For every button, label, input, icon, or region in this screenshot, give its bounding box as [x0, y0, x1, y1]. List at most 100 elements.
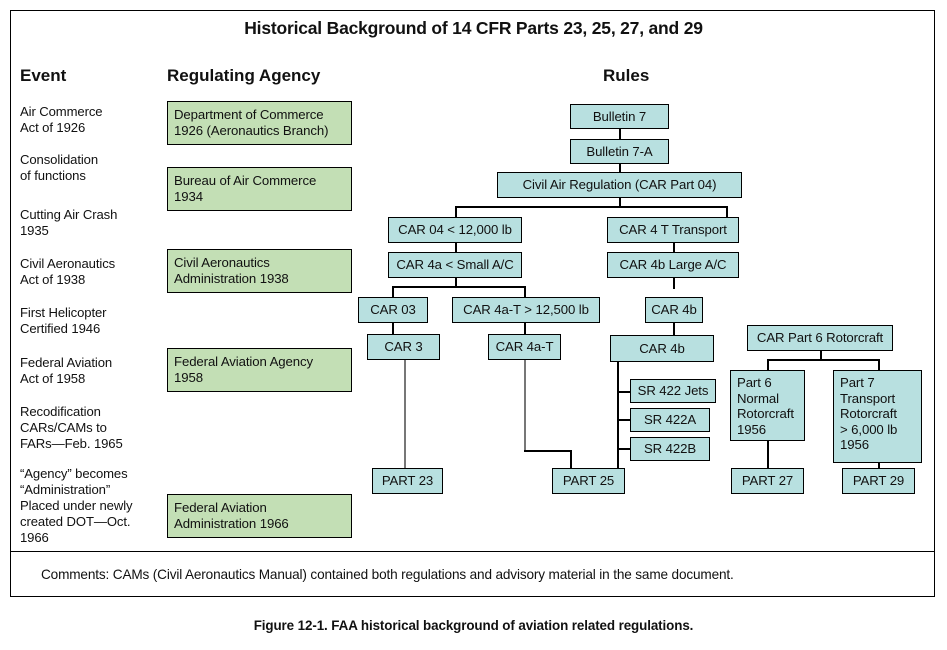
rule-label-bulletin-7a: Bulletin 7-A	[586, 143, 653, 159]
rule-box-car-4t-transport[interactable]: CAR 4 T Transport	[607, 217, 739, 243]
connector-spine-sr422b	[617, 448, 631, 450]
rule-box-part-23[interactable]: PART 23	[372, 468, 443, 494]
rule-box-car-4b-wide[interactable]: CAR 4b	[610, 335, 714, 362]
figure-caption: Figure 12-1. FAA historical background o…	[253, 618, 694, 633]
rule-label-sr-422b: SR 422B	[643, 441, 697, 457]
connector-car04-split-bar	[455, 206, 728, 208]
connector-car4t-car4blarge	[673, 242, 675, 253]
connector-car4a-down	[455, 277, 457, 287]
agency-box-federal-aviation-agency[interactable]: Federal Aviation Agency 1958	[167, 348, 352, 392]
rule-label-car-4t-transport: CAR 4 T Transport	[619, 222, 727, 238]
rule-box-bulletin-7[interactable]: Bulletin 7	[570, 104, 669, 129]
event-item-6: Recodification CARs/CAMs to FARs—Feb. 19…	[20, 404, 123, 451]
connector-jog-part25	[570, 450, 572, 469]
rule-label-car-part-6-rotorcraft: CAR Part 6 Rotorcraft	[756, 330, 884, 346]
agency-label-4: Federal Aviation Administration 1966	[174, 500, 289, 531]
agency-box-dept-of-commerce[interactable]: Department of Commerce 1926 (Aeronautics…	[167, 101, 352, 145]
rule-box-part-29[interactable]: PART 29	[842, 468, 915, 494]
connector-car04-right-drop	[726, 206, 728, 218]
comments-text: Comments: CAMs (Civil Aeronautics Manual…	[41, 566, 734, 582]
agency-label-3: Federal Aviation Agency 1958	[174, 354, 313, 385]
connector-car4a-left-drop	[392, 286, 394, 298]
rule-label-car-4aT: CAR 4a-T	[495, 339, 554, 355]
rule-box-car-4a-small-ac[interactable]: CAR 4a < Small A/C	[388, 252, 522, 278]
rule-box-bulletin-7a[interactable]: Bulletin 7-A	[570, 139, 669, 164]
column-header-rules: Rules	[603, 66, 650, 85]
connector-car4a-right-drop	[524, 286, 526, 298]
connector-b7-b7a	[619, 128, 621, 139]
rule-box-car-part-04[interactable]: Civil Air Regulation (CAR Part 04)	[497, 172, 742, 198]
rule-label-part-7-transport-rotorcraft: Part 7 Transport Rotorcraft > 6,000 lb 1…	[840, 375, 898, 453]
connector-part6-part27	[767, 440, 769, 469]
rule-label-part-23: PART 23	[381, 473, 434, 489]
rule-label-car-4a-small-ac: CAR 4a < Small A/C	[396, 257, 514, 273]
rule-label-car-4b-large-ac: CAR 4b Large A/C	[619, 257, 727, 273]
connector-car4aT-jog	[524, 450, 572, 452]
rule-label-car-03: CAR 03	[370, 302, 416, 318]
agency-box-bureau-air-commerce[interactable]: Bureau of Air Commerce 1934	[167, 167, 352, 211]
rule-label-car-4aT-12500lb: CAR 4a-T > 12,500 lb	[463, 302, 589, 318]
connector-spine-sr422jets	[617, 391, 631, 393]
connector-car4aT12500-car4aT	[524, 322, 526, 334]
connector-carpart6-left-drop	[767, 359, 769, 371]
rule-box-sr-422-jets[interactable]: SR 422 Jets	[630, 379, 716, 403]
event-item-7: “Agency” becomes “Administration” Placed…	[20, 466, 133, 545]
rule-label-car-4b-wide: CAR 4b	[639, 340, 685, 356]
column-header-agency: Regulating Agency	[167, 66, 321, 85]
connector-car3-part23	[404, 359, 406, 469]
connector-car04-left-drop	[455, 206, 457, 218]
rule-box-car-part-6-rotorcraft[interactable]: CAR Part 6 Rotorcraft	[747, 325, 893, 351]
connector-car04small-car4a	[455, 242, 457, 253]
page-title: Historical Background of 14 CFR Parts 23…	[244, 18, 703, 38]
event-item-0: Air Commerce Act of 1926	[20, 104, 103, 135]
connector-b7a-car04	[619, 163, 621, 173]
connector-car4b-car4bwide	[673, 322, 675, 335]
comments-bar: Comments: CAMs (Civil Aeronautics Manual…	[11, 551, 934, 596]
rule-box-car-4aT[interactable]: CAR 4a-T	[488, 334, 561, 360]
event-item-3: Civil Aeronautics Act of 1938	[20, 256, 116, 287]
agency-label-2: Civil Aeronautics Administration 1938	[174, 255, 289, 286]
connector-car4aT-down	[524, 359, 526, 451]
rule-box-car-3[interactable]: CAR 3	[367, 334, 440, 360]
figure-frame	[10, 10, 935, 597]
connector-spine-sr422a	[617, 419, 631, 421]
connector-car03-car3	[392, 322, 394, 334]
rule-label-car-04-12000lb: CAR 04 < 12,000 lb	[398, 222, 512, 238]
connector-carpart6-down	[820, 350, 822, 360]
rule-label-car-3: CAR 3	[384, 339, 423, 355]
event-item-5: Federal Aviation Act of 1958	[20, 355, 113, 386]
event-item-4: First Helicopter Certified 1946	[20, 305, 107, 336]
rule-label-car-4b-small: CAR 4b	[651, 302, 697, 318]
agency-label-0: Department of Commerce 1926 (Aeronautics…	[174, 107, 329, 138]
rule-box-part-27[interactable]: PART 27	[731, 468, 804, 494]
rule-box-sr-422b[interactable]: SR 422B	[630, 437, 710, 461]
agency-box-civil-aeronautics-admin[interactable]: Civil Aeronautics Administration 1938	[167, 249, 352, 293]
agency-box-federal-aviation-admin[interactable]: Federal Aviation Administration 1966	[167, 494, 352, 538]
event-item-1: Consolidation of functions	[20, 152, 99, 183]
rule-box-part-25[interactable]: PART 25	[552, 468, 625, 494]
connector-car4bwide-spine	[617, 361, 619, 469]
rule-box-sr-422a[interactable]: SR 422A	[630, 408, 710, 432]
rule-label-sr-422a: SR 422A	[643, 412, 697, 428]
connector-car04-down	[619, 197, 621, 207]
rule-box-part-7-transport-rotorcraft[interactable]: Part 7 Transport Rotorcraft > 6,000 lb 1…	[833, 370, 922, 463]
rule-box-car-4aT-12500lb[interactable]: CAR 4a-T > 12,500 lb	[452, 297, 600, 323]
rule-box-part-6-normal-rotorcraft[interactable]: Part 6 Normal Rotorcraft 1956	[730, 370, 805, 441]
rule-box-car-4b-large-ac[interactable]: CAR 4b Large A/C	[607, 252, 739, 278]
connector-car4blarge-car4b	[673, 277, 675, 289]
agency-label-1: Bureau of Air Commerce 1934	[174, 173, 317, 204]
rule-label-part-25: PART 25	[562, 473, 615, 489]
rule-box-car-4b-small[interactable]: CAR 4b	[645, 297, 703, 323]
connector-carpart6-split-bar	[767, 359, 880, 361]
connector-carpart6-right-drop	[878, 359, 880, 371]
rule-label-part-29: PART 29	[852, 473, 905, 489]
rule-box-car-04-12000lb[interactable]: CAR 04 < 12,000 lb	[388, 217, 522, 243]
rule-label-car-part-04: Civil Air Regulation (CAR Part 04)	[522, 177, 717, 193]
rule-label-part-27: PART 27	[741, 473, 794, 489]
rule-box-car-03[interactable]: CAR 03	[358, 297, 428, 323]
connector-part7-part29	[878, 462, 880, 469]
event-item-2: Cutting Air Crash 1935	[20, 207, 118, 238]
rule-label-sr-422-jets: SR 422 Jets	[637, 383, 709, 399]
rule-label-bulletin-7: Bulletin 7	[592, 108, 647, 124]
connector-car4a-split-bar	[392, 286, 526, 288]
